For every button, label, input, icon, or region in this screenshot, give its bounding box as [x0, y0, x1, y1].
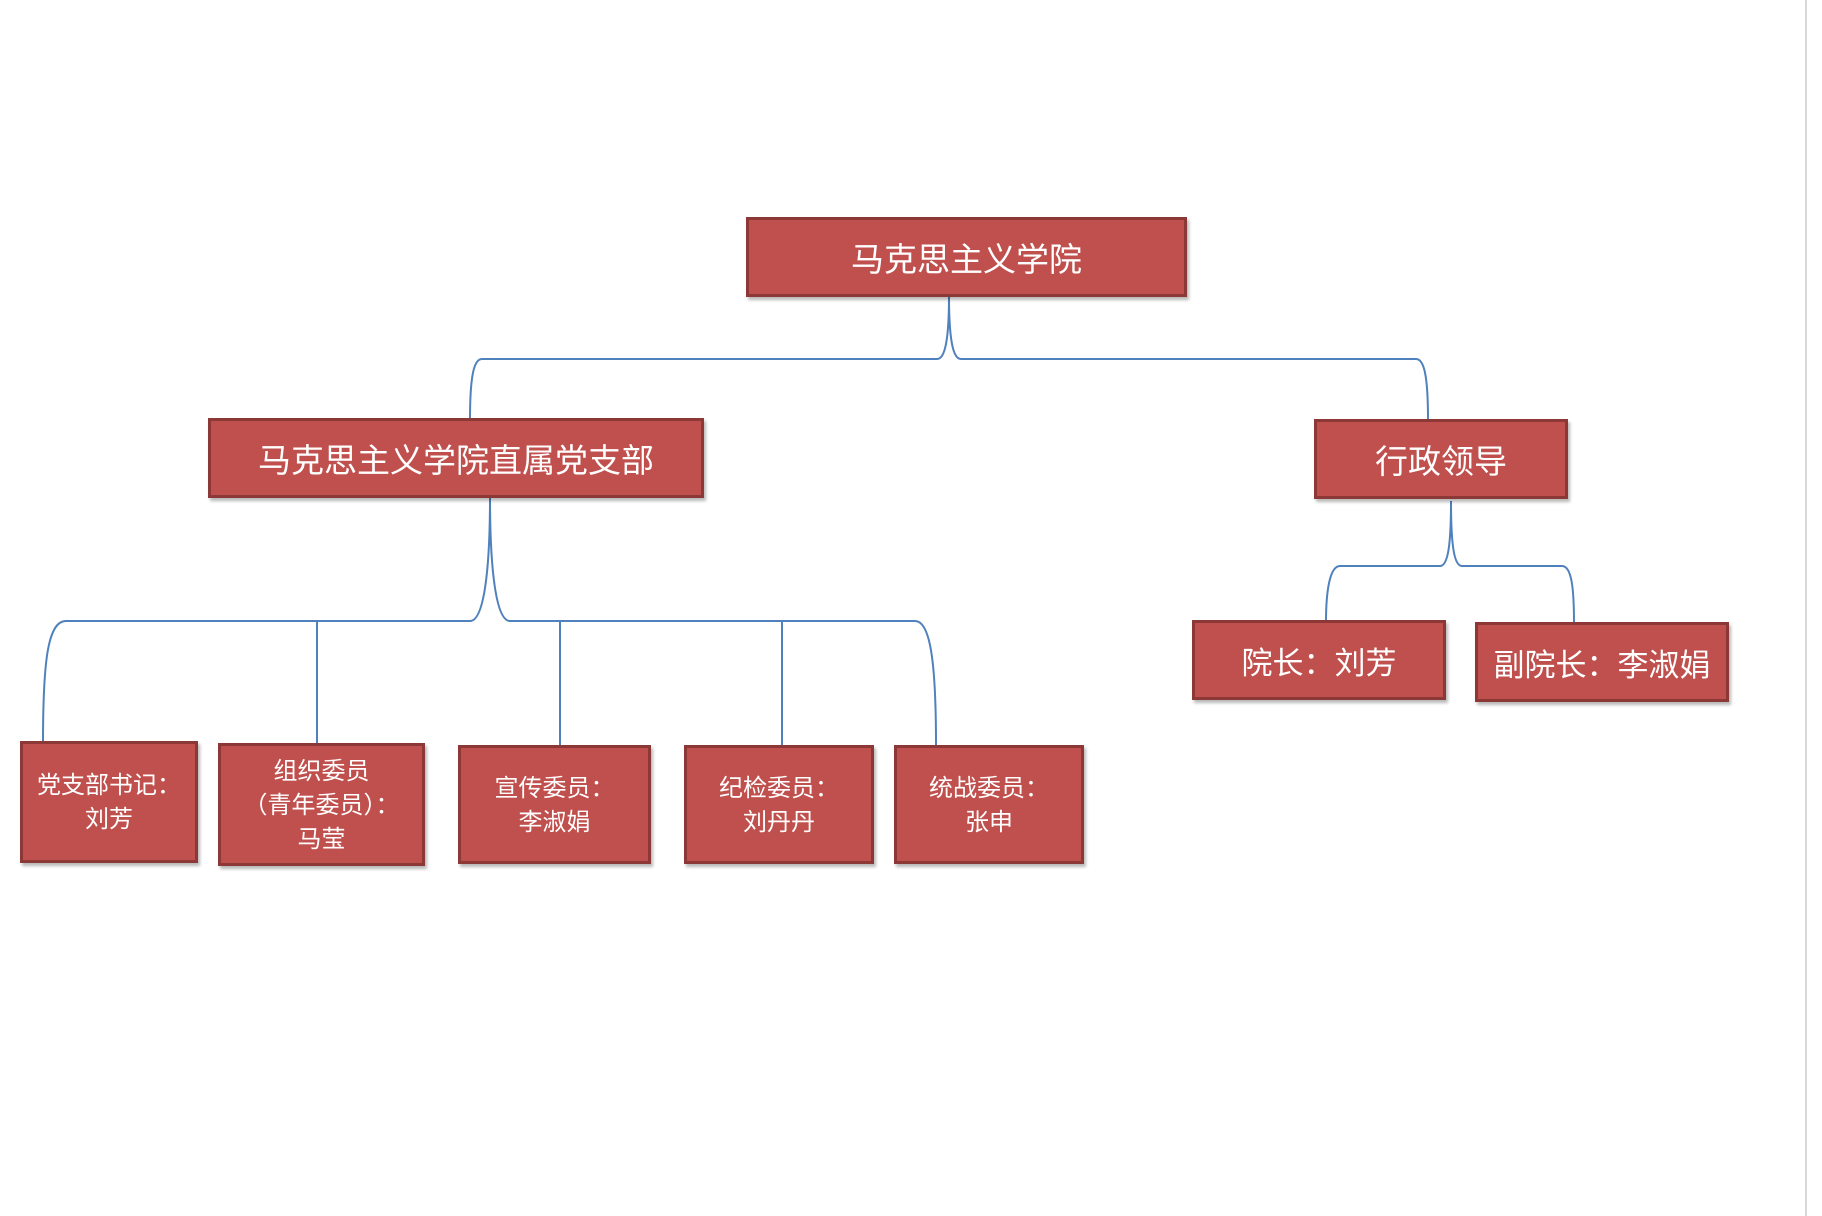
propaganda-node[interactable]: 宣传委员： 李淑娟	[458, 745, 651, 864]
discipline-name: 刘丹丹	[743, 807, 815, 836]
discipline-title: 纪检委员：	[719, 773, 839, 802]
organization-name: 马莹	[297, 824, 346, 853]
dean-label: 院长：刘芳	[1241, 645, 1397, 682]
organization-subtitle: （青年委员）：	[243, 790, 400, 819]
admin-node[interactable]: 行政领导	[1314, 419, 1568, 499]
vice-dean-label: 副院长：李淑娟	[1493, 647, 1711, 684]
secretary-node[interactable]: 党支部书记： 刘芳	[20, 741, 198, 863]
connector-root-brace	[469, 295, 1429, 421]
vice-dean-node[interactable]: 副院长：李淑娟	[1475, 622, 1729, 702]
organization-title: 组织委员	[273, 756, 370, 785]
party-branch-label: 马克思主义学院直属党支部	[258, 441, 654, 480]
secretary-title: 党支部书记：	[37, 771, 181, 799]
united-front-node[interactable]: 统战委员： 张申	[894, 745, 1084, 864]
root-node[interactable]: 马克思主义学院	[746, 217, 1187, 297]
discipline-node[interactable]: 纪检委员： 刘丹丹	[684, 745, 874, 864]
connector-party-brace	[42, 496, 937, 746]
admin-label: 行政领导	[1375, 442, 1507, 481]
united-front-title: 统战委员：	[929, 773, 1049, 802]
organization-node[interactable]: 组织委员 （青年委员）： 马莹	[218, 743, 425, 866]
connector-admin-brace	[1325, 500, 1575, 625]
united-front-name: 张申	[965, 807, 1013, 836]
dean-node[interactable]: 院长：刘芳	[1192, 620, 1446, 700]
root-label: 马克思主义学院	[851, 240, 1082, 279]
secretary-name: 刘芳	[85, 805, 133, 833]
party-branch-node[interactable]: 马克思主义学院直属党支部	[208, 418, 704, 498]
page-edge-divider	[1805, 0, 1807, 1216]
propaganda-title: 宣传委员：	[494, 773, 615, 802]
propaganda-name: 李淑娟	[518, 807, 591, 836]
